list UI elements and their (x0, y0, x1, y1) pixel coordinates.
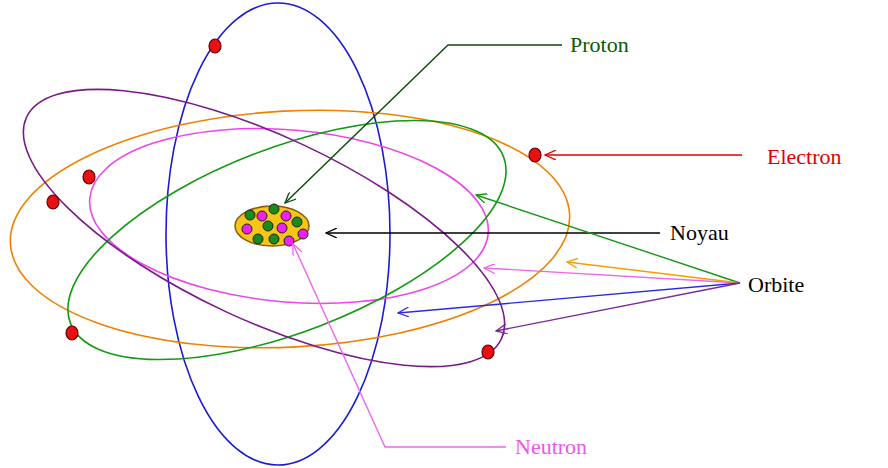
proton-leader (285, 45, 562, 203)
orbit-leader (398, 283, 740, 313)
nucleus-leader (326, 232, 660, 233)
orbit-orange (4, 97, 576, 362)
orbit-leader (567, 262, 740, 283)
part-label: Orbite (748, 272, 804, 298)
orbit-leader (496, 283, 740, 331)
orbit-magenta (82, 113, 495, 319)
nucleus (235, 204, 309, 246)
orbit-green (37, 71, 536, 409)
part-label: Neutron (515, 434, 587, 460)
orbit-purple (0, 34, 540, 422)
orbit-leader (484, 268, 740, 283)
part-label: Proton (570, 32, 629, 58)
part-label: Noyau (670, 220, 729, 246)
part-label: Electron (767, 144, 842, 170)
orbit-blue (166, 3, 390, 465)
orbit-leader (476, 195, 740, 283)
neutron-leader (293, 244, 506, 447)
electron-leader (545, 154, 742, 155)
electrons (47, 39, 541, 359)
